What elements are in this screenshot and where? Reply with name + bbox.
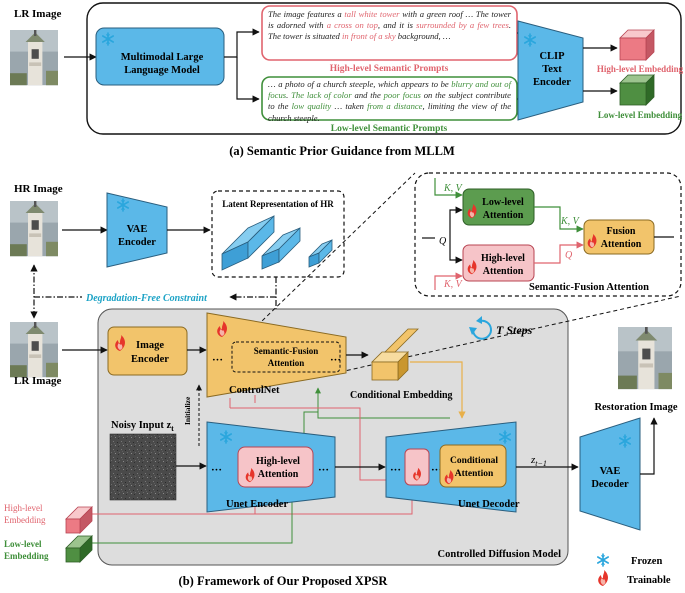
arrow-q-to-high-attn (449, 238, 463, 264)
high-level-prompt-text: The image features a tall white tower wi… (268, 9, 511, 42)
vae-decoder-line1: VAE (600, 466, 621, 477)
unet-decoder-ellipsis-1: ··· (390, 464, 401, 476)
arrow-kv-to-high-attn (434, 272, 463, 290)
controlnet-label: ControlNet (229, 385, 280, 396)
lr-image-label-b: LR Image (14, 375, 61, 387)
arrow-q-to-low-attn (449, 206, 463, 238)
low-prompt-title: Low-level Semantic Prompts (331, 124, 448, 134)
legend-trainable: Trainable (627, 575, 671, 586)
cycle-icon (469, 316, 492, 340)
image-encoder-line2: Encoder (131, 354, 169, 365)
vae-encoder-line1: VAE (127, 224, 148, 235)
z-output-label: zt−1 (530, 454, 547, 468)
image-encoder-box (107, 326, 188, 376)
vae-encoder-line2: Encoder (118, 237, 156, 248)
clip-label-line3: Encoder (533, 77, 571, 88)
decoder-high-level-attention (404, 448, 430, 486)
latent-cuboid-small (308, 239, 333, 268)
lr-image-thumbnail-a (10, 30, 59, 86)
low-embedding-cuboid-b (65, 535, 93, 563)
lr-image-label-a: LR Image (14, 8, 61, 20)
low-embedding-cuboid-a (619, 74, 655, 106)
kv-label-fusion: K, V (560, 216, 581, 227)
panel-b-caption: (b) Framework of Our Proposed XPSR (179, 574, 389, 588)
latent-hr-title: Latent Representation of HR (222, 199, 334, 209)
arrow-kv-to-low-attn (434, 178, 463, 199)
low-attn-line1: Low-level (482, 197, 524, 208)
low-embedding-label-b-2: Embedding (4, 551, 49, 561)
panel-a-caption: (a) Semantic Prior Guidance from MLLM (229, 144, 455, 158)
high-embedding-cuboid-b (65, 506, 93, 534)
hr-image-label: HR Image (14, 183, 63, 195)
cond-attn-line1: Conditional (450, 456, 498, 466)
hr-image-thumbnail (10, 201, 58, 257)
sfa-block (231, 341, 341, 373)
unet-high-level-attention (237, 446, 314, 488)
conditional-embedding-cuboid (371, 328, 419, 381)
latent-cuboid-medium (261, 227, 301, 270)
conditional-embedding-label: Conditional Embedding (350, 390, 453, 401)
vae-decoder-line2: Decoder (591, 479, 629, 490)
mllm-label-line1: Multimodal Large (121, 52, 204, 63)
restoration-image-thumbnail (618, 327, 672, 390)
controlled-diffusion-label: Controlled Diffusion Model (438, 549, 562, 560)
sfa-line2: Attention (268, 358, 305, 368)
controlnet-ellipsis-1: ··· (212, 354, 223, 366)
conditional-attention-box (439, 444, 507, 488)
high-attn-inset-line1: High-level (481, 253, 525, 264)
arrow-high-attn-to-fusion (534, 241, 584, 264)
unet-decoder-ellipsis-2: ··· (431, 464, 442, 476)
low-embedding-label-a: Low-level Embedding (598, 110, 683, 120)
low-attn-line2: Attention (483, 210, 524, 221)
mllm-label-line2: Language Model (124, 65, 200, 76)
unet-encoder-ellipsis-2: ··· (318, 464, 329, 476)
fusion-line1: Fusion (607, 226, 636, 237)
cond-attn-line2: Attention (455, 469, 494, 479)
restoration-image-label: Restoration Image (594, 402, 677, 413)
low-embedding-label-b-1: Low-level (4, 539, 42, 549)
arrow-mllm-to-high-prompt (224, 28, 260, 58)
noisy-input-label: Noisy Input zt (111, 420, 174, 433)
kv-label-low: K, V (443, 183, 464, 194)
zoom-line-1 (231, 172, 416, 351)
degradation-constraint-label: Degradation-Free Constraint (85, 293, 208, 304)
high-prompt-title: High-level Semantic Prompts (330, 64, 449, 74)
unet-high-attn-line2: Attention (258, 469, 299, 480)
lr-image-thumbnail-b (10, 322, 58, 378)
query-label: Q (439, 236, 447, 247)
high-embedding-label-b-2: Embedding (4, 515, 46, 525)
t-steps-label: T Steps (496, 323, 533, 337)
high-attn-inset-line2: Attention (483, 266, 524, 277)
sfa-line1: Semantic-Fusion (254, 346, 319, 356)
vae-encoder (106, 192, 168, 268)
unet-high-attn-line1: High-level (256, 456, 300, 467)
kv-label-high: K, V (443, 279, 464, 290)
fusion-inset-title: Semantic-Fusion Attention (529, 282, 649, 293)
clip-text-encoder (517, 20, 584, 121)
arrow-mllm-to-low-prompt (236, 57, 260, 103)
high-embedding-label-b-1: High-level (4, 503, 43, 513)
flame-icon (598, 570, 608, 586)
unet-decoder-label: Unet Decoder (458, 499, 520, 510)
unet-encoder-ellipsis-1: ··· (211, 464, 222, 476)
high-embedding-cuboid-a (619, 29, 655, 61)
legend-frozen: Frozen (631, 556, 662, 567)
arrow-vae-decoder-to-restoration (640, 417, 658, 475)
q-label-fusion: Q (565, 250, 573, 261)
low-level-prompt-text: … a photo of a church steeple, which app… (268, 79, 512, 123)
clip-label-line2: Text (542, 64, 562, 75)
fusion-line2: Attention (601, 239, 642, 250)
initialize-label: Initialize (183, 396, 192, 425)
image-encoder-line1: Image (136, 340, 164, 351)
high-embedding-label-a: High-level Embedding (597, 64, 684, 74)
controlnet-ellipsis-2: ··· (330, 354, 341, 366)
latent-cuboid-large (221, 215, 275, 271)
unet-encoder-label: Unet Encoder (226, 499, 288, 510)
arrow-low-attn-to-fusion (534, 206, 584, 233)
snowflake-icon (596, 553, 610, 567)
noisy-input-image (109, 433, 177, 501)
clip-label-line1: CLIP (539, 51, 565, 62)
arrow-cond-embedding-to-cond-attn (410, 361, 466, 419)
